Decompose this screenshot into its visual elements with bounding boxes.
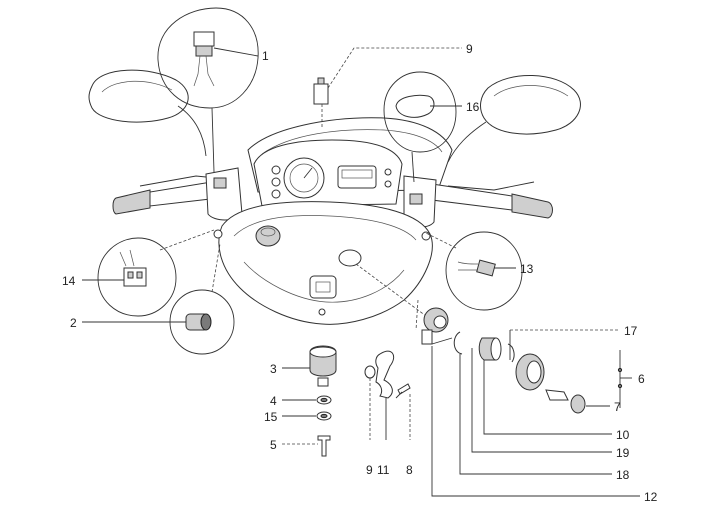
callout-10: 10 — [616, 428, 630, 442]
callout-7: 7 — [614, 400, 621, 414]
left-grip — [112, 189, 151, 215]
part-16-detail — [383, 71, 462, 183]
handlebar-assembly — [88, 69, 581, 325]
part-9-relay — [313, 47, 462, 128]
callout-18: 18 — [616, 468, 630, 482]
callout-3: 3 — [270, 362, 277, 376]
part-1-detail — [157, 7, 259, 173]
left-switch-housing — [205, 167, 243, 221]
callout-17: 17 — [624, 324, 638, 338]
callout-8: 8 — [406, 463, 413, 477]
callout-2: 2 — [70, 316, 77, 330]
part-2-detail — [82, 243, 235, 355]
ignition-recess — [338, 249, 362, 267]
part-13-detail — [423, 231, 523, 311]
callout-13: 13 — [520, 262, 534, 276]
callout-9-top: 9 — [466, 42, 473, 56]
parts-9-11-8 — [364, 350, 411, 440]
callout-4: 4 — [270, 394, 277, 408]
right-mirror — [480, 75, 581, 135]
callout-labels: 1 2 3 4 5 6 7 8 9 9 10 11 12 13 14 15 16… — [62, 42, 658, 504]
callout-14: 14 — [62, 274, 76, 288]
lcd-display — [337, 165, 377, 189]
ignition-lock-assembly — [355, 263, 449, 345]
callout-16: 16 — [466, 100, 480, 114]
callout-1: 1 — [262, 49, 269, 63]
callout-12: 12 — [644, 490, 658, 504]
glovebox-latch — [309, 275, 337, 299]
leg-shield — [218, 201, 433, 325]
lock-cylinder-parts — [431, 329, 640, 497]
part-14-detail — [82, 229, 215, 317]
left-mirror — [88, 69, 189, 123]
callout-15: 15 — [264, 410, 278, 424]
parts-3-4-15-5 — [282, 345, 337, 457]
callout-9-bottom: 9 — [366, 463, 373, 477]
callout-19: 19 — [616, 446, 630, 460]
callout-5: 5 — [270, 438, 277, 452]
callout-11: 11 — [377, 463, 390, 477]
right-grip — [511, 193, 553, 219]
callout-6: 6 — [638, 372, 645, 386]
